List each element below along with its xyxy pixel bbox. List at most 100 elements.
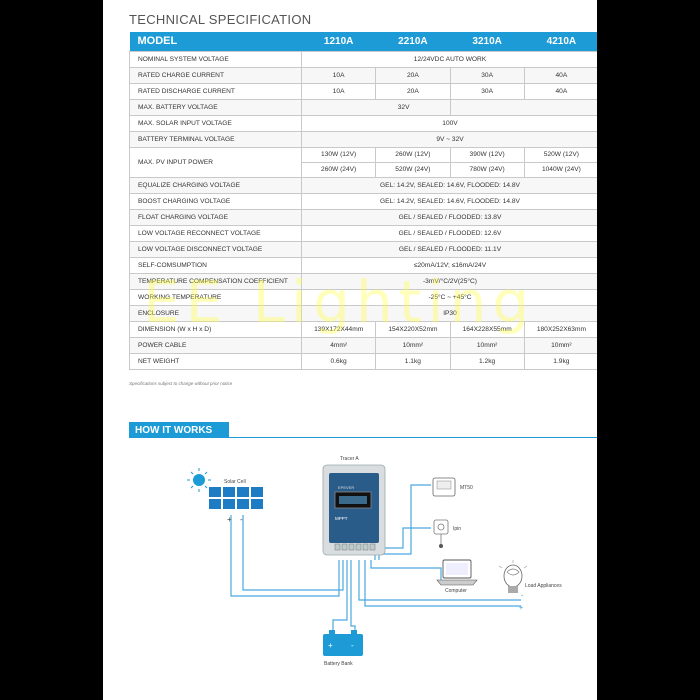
wire-computer <box>370 560 442 580</box>
solar-cell-label: Solar Cell <box>224 479 246 485</box>
row-label: NET WEIGHT <box>129 352 302 370</box>
load-label: Load Appliances <box>525 583 562 589</box>
wire-batt-pos <box>332 560 348 636</box>
laptop-icon <box>436 559 478 586</box>
wire-mt50 <box>374 484 431 560</box>
row-value: GEL: 14.2V, SEALED: 14.6V, FLOODED: 14.8… <box>301 176 597 194</box>
table-row: MAX. SOLAR INPUT VOLTAGE 100V <box>129 114 597 132</box>
device-model: MPPT <box>335 516 348 521</box>
table-row: BOOST CHARGING VOLTAGE GEL: 14.2V, SEALE… <box>129 192 597 210</box>
row-value: 520W (12V) <box>523 146 597 163</box>
computer-label: Computer <box>445 588 467 594</box>
battery-minus: - <box>351 641 354 650</box>
row-value: 20A <box>375 66 451 84</box>
table-row: ENCLOSURE IP30 <box>129 304 597 322</box>
header-cell-1210a: 1210A <box>301 32 376 51</box>
row-label: DIMENSION (W x H x D) <box>129 320 302 338</box>
how-it-works-bar <box>129 422 597 438</box>
row-value: 260W (12V) <box>375 146 451 163</box>
table-row: MAX. BATTERY VOLTAGE 32V <box>129 98 597 116</box>
row-label: SELF-COMSUMPTION <box>129 256 302 274</box>
row-value: 10A <box>300 66 377 84</box>
row-value: GEL / SEALED / FLOODED: 13.8V <box>301 208 597 226</box>
wire-load-neg <box>358 560 521 601</box>
load-plus: + <box>519 605 523 612</box>
row-label: RATED DISCHARGE CURRENT <box>129 82 302 100</box>
temperature-sensor-icon <box>433 519 449 548</box>
sensor-label: Ipin <box>453 526 461 532</box>
header-cell-4210a: 4210A <box>524 32 597 51</box>
table-row: RATED DISCHARGE CURRENT 10A 20A 30A 40A <box>129 82 597 100</box>
how-it-works-title: HOW IT WORKS <box>129 422 229 438</box>
solar-panel-icon <box>209 487 263 509</box>
remote-meter-icon <box>432 477 456 497</box>
row-value: 20A <box>375 82 451 100</box>
row-label: EQUALIZE CHARGING VOLTAGE <box>129 176 302 194</box>
tracer-label: Tracer A <box>340 456 359 462</box>
mt50-label: MT50 <box>460 485 473 491</box>
row-value: 154X220X52mm <box>375 320 451 338</box>
row-value: 1040W (24V) <box>523 161 597 178</box>
wire-solar-neg <box>230 515 340 597</box>
table-row: POWER CABLE 4mm² 10mm² 10mm² 10mm² <box>129 336 597 354</box>
row-value: -25°C ~ +45°C <box>301 288 597 306</box>
spec-sheet: TECHNICAL SPECIFICATION MODEL 1210A 2210… <box>103 0 597 700</box>
table-header-row: MODEL 1210A 2210A 3210A 4210A <box>129 32 597 51</box>
table-row: TEMPERATURE COMPENSATION COEFFICIENT -3m… <box>129 272 597 290</box>
table-row: LOW VOLTAGE RECONNECT VOLTAGE GEL / SEAL… <box>129 224 597 242</box>
spec-table: MODEL 1210A 2210A 3210A 4210A NOMINAL SY… <box>129 32 597 370</box>
solar-minus: - <box>240 515 243 524</box>
row-value: 9V ~ 32V <box>301 130 597 148</box>
wiring-diagram: Solar Cell + - EPEVER MPPT Tracer A <box>187 456 562 667</box>
device-brand: EPEVER <box>338 485 354 490</box>
row-value: ≤20mA/12V; ≤16mA/24V <box>301 256 597 274</box>
row-value: 100V <box>301 114 597 132</box>
row-value: 780W (24V) <box>449 161 525 178</box>
row-value: 260W (24V) <box>300 161 377 178</box>
light-bulb-icon <box>498 560 528 593</box>
row-label: TEMPERATURE COMPENSATION COEFFICIENT <box>129 272 302 290</box>
solar-plus: + <box>227 515 232 524</box>
table-row: SELF-COMSUMPTION ≤20mA/12V; ≤16mA/24V <box>129 256 597 274</box>
row-value: 30A <box>449 66 525 84</box>
table-row: BATTERY TERMINAL VOLTAGE 9V ~ 32V <box>129 130 597 148</box>
table-row: WORKING TEMPERATURE -25°C ~ +45°C <box>129 288 597 306</box>
table-row: DIMENSION (W x H x D) 139X172X44mm 154X2… <box>129 320 597 338</box>
row-label: LOW VOLTAGE RECONNECT VOLTAGE <box>129 224 302 242</box>
row-value: 40A <box>523 82 597 100</box>
load-minus: - <box>521 593 524 600</box>
row-label: ENCLOSURE <box>129 304 302 322</box>
row-value: 30A <box>449 82 525 100</box>
row-label: FLOAT CHARGING VOLTAGE <box>129 208 302 226</box>
row-value: -3mV/°C/2V(25°C) <box>301 272 597 290</box>
row-value: 10mm² <box>523 336 597 354</box>
row-value: 1.1kg <box>375 352 451 370</box>
section-title: TECHNICAL SPECIFICATION <box>129 12 312 27</box>
row-label: MAX. BATTERY VOLTAGE <box>129 98 302 116</box>
row-value: 10mm² <box>375 336 451 354</box>
row-label: MAX. PV INPUT POWER <box>129 146 302 178</box>
row-value: 180X252X63mm <box>523 320 597 338</box>
row-value: 10A <box>300 82 377 100</box>
row-value: 10mm² <box>449 336 525 354</box>
wire-load-pos <box>364 560 521 607</box>
table-row: MAX. PV INPUT POWER 130W (12V) 260W (12V… <box>129 146 597 178</box>
row-value: 1.9kg <box>523 352 597 370</box>
battery-icon <box>323 630 363 656</box>
row-value: 0.6kg <box>300 352 377 370</box>
row-value: 1.2kg <box>449 352 525 370</box>
row-value: 12/24VDC AUTO WORK <box>301 50 597 68</box>
table-row: RATED CHARGE CURRENT 10A 20A 30A 40A <box>129 66 597 84</box>
table-row: EQUALIZE CHARGING VOLTAGE GEL: 14.2V, SE… <box>129 176 597 194</box>
row-value: 32V <box>301 98 451 116</box>
wire-batt-neg <box>350 560 356 636</box>
row-label: POWER CABLE <box>129 336 302 354</box>
row-value: GEL / SEALED / FLOODED: 11.1V <box>301 240 597 258</box>
battery-bank-label: Battery Bank <box>324 661 353 667</box>
table-row: FLOAT CHARGING VOLTAGE GEL / SEALED / FL… <box>129 208 597 226</box>
row-label: NOMINAL SYSTEM VOLTAGE <box>129 50 302 68</box>
table-row: NET WEIGHT 0.6kg 1.1kg 1.2kg 1.9kg <box>129 352 597 370</box>
row-value: 164X228X55mm <box>449 320 525 338</box>
row-value: IP30 <box>301 304 597 322</box>
